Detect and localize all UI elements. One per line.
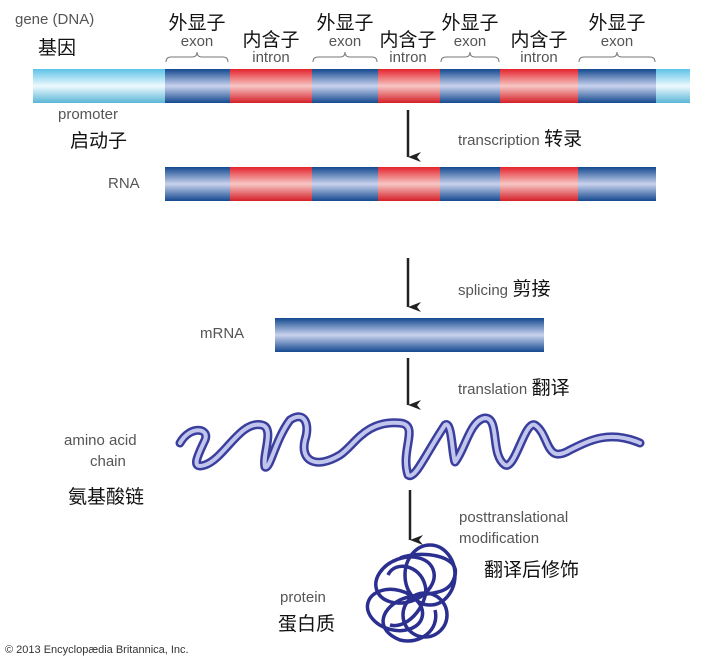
exon-label-zh: 外显子	[316, 12, 374, 34]
posttranslational-label: posttranslational	[459, 509, 569, 526]
translation-label: translation 翻译	[458, 373, 570, 400]
arrows	[406, 110, 423, 545]
translation-en: translation	[458, 381, 528, 398]
ptm-label-zh: 翻译后修饰	[484, 559, 580, 581]
transcription-zh: 转录	[544, 128, 583, 150]
rna-bar	[165, 167, 656, 201]
chain-label: chain	[90, 453, 126, 470]
exon-label-zh: 外显子	[441, 12, 499, 34]
intron-label-en: intron	[389, 49, 427, 66]
protein-tangle	[365, 543, 457, 643]
exon-label-en: exon	[328, 33, 362, 50]
exon-label-en: exon	[180, 33, 214, 50]
amino-acid-label: amino acid	[64, 432, 137, 449]
gene-label-zh: 基因	[38, 37, 77, 59]
intron-label-en: intron	[252, 49, 290, 66]
intron-label-zh: 内含子	[379, 29, 437, 51]
terminator-segment	[656, 69, 690, 103]
exon-label-en: exon	[600, 33, 634, 50]
intron-segment	[500, 69, 578, 103]
translation-zh: 翻译	[531, 377, 570, 399]
protein-label-zh: 蛋白质	[278, 613, 336, 635]
promoter-label-en: promoter	[58, 106, 119, 123]
amino-acid-chain	[175, 412, 645, 481]
intron-segment	[378, 69, 440, 103]
mrna-label: mRNA	[200, 325, 245, 342]
exon-label-en: exon	[453, 33, 487, 50]
mrna-bar	[275, 318, 544, 352]
promoter-segment	[33, 69, 165, 103]
amino-acid-chain-zh: 氨基酸链	[68, 486, 145, 508]
promoter-label-zh: 启动子	[70, 130, 128, 152]
exon-segment	[440, 69, 500, 103]
gene-label-en: gene (DNA)	[15, 11, 95, 28]
transcription-en: transcription	[458, 132, 540, 149]
intron-label-en: intron	[520, 49, 558, 66]
splicing-zh: 剪接	[512, 278, 551, 300]
transcription-label: transcription 转录	[458, 124, 582, 151]
exon-label-zh: 外显子	[168, 12, 226, 34]
intron-segment	[230, 69, 312, 103]
rna-label: RNA	[108, 175, 140, 192]
modification-label: modification	[459, 530, 540, 547]
protein-label-en: protein	[280, 589, 326, 606]
copyright: © 2013 Encyclopædia Britannica, Inc.	[5, 644, 189, 656]
intron-label-zh: 内含子	[242, 29, 300, 51]
exon-segment	[165, 69, 230, 103]
intron-label-zh: 内含子	[510, 29, 568, 51]
exon-segment	[578, 69, 656, 103]
exon-brackets	[165, 51, 656, 63]
exon-segment	[312, 69, 378, 103]
exon-label-zh: 外显子	[588, 12, 646, 34]
splicing-label: splicing 剪接	[458, 274, 551, 301]
dna-bar	[33, 69, 690, 103]
splicing-en: splicing	[458, 282, 509, 299]
